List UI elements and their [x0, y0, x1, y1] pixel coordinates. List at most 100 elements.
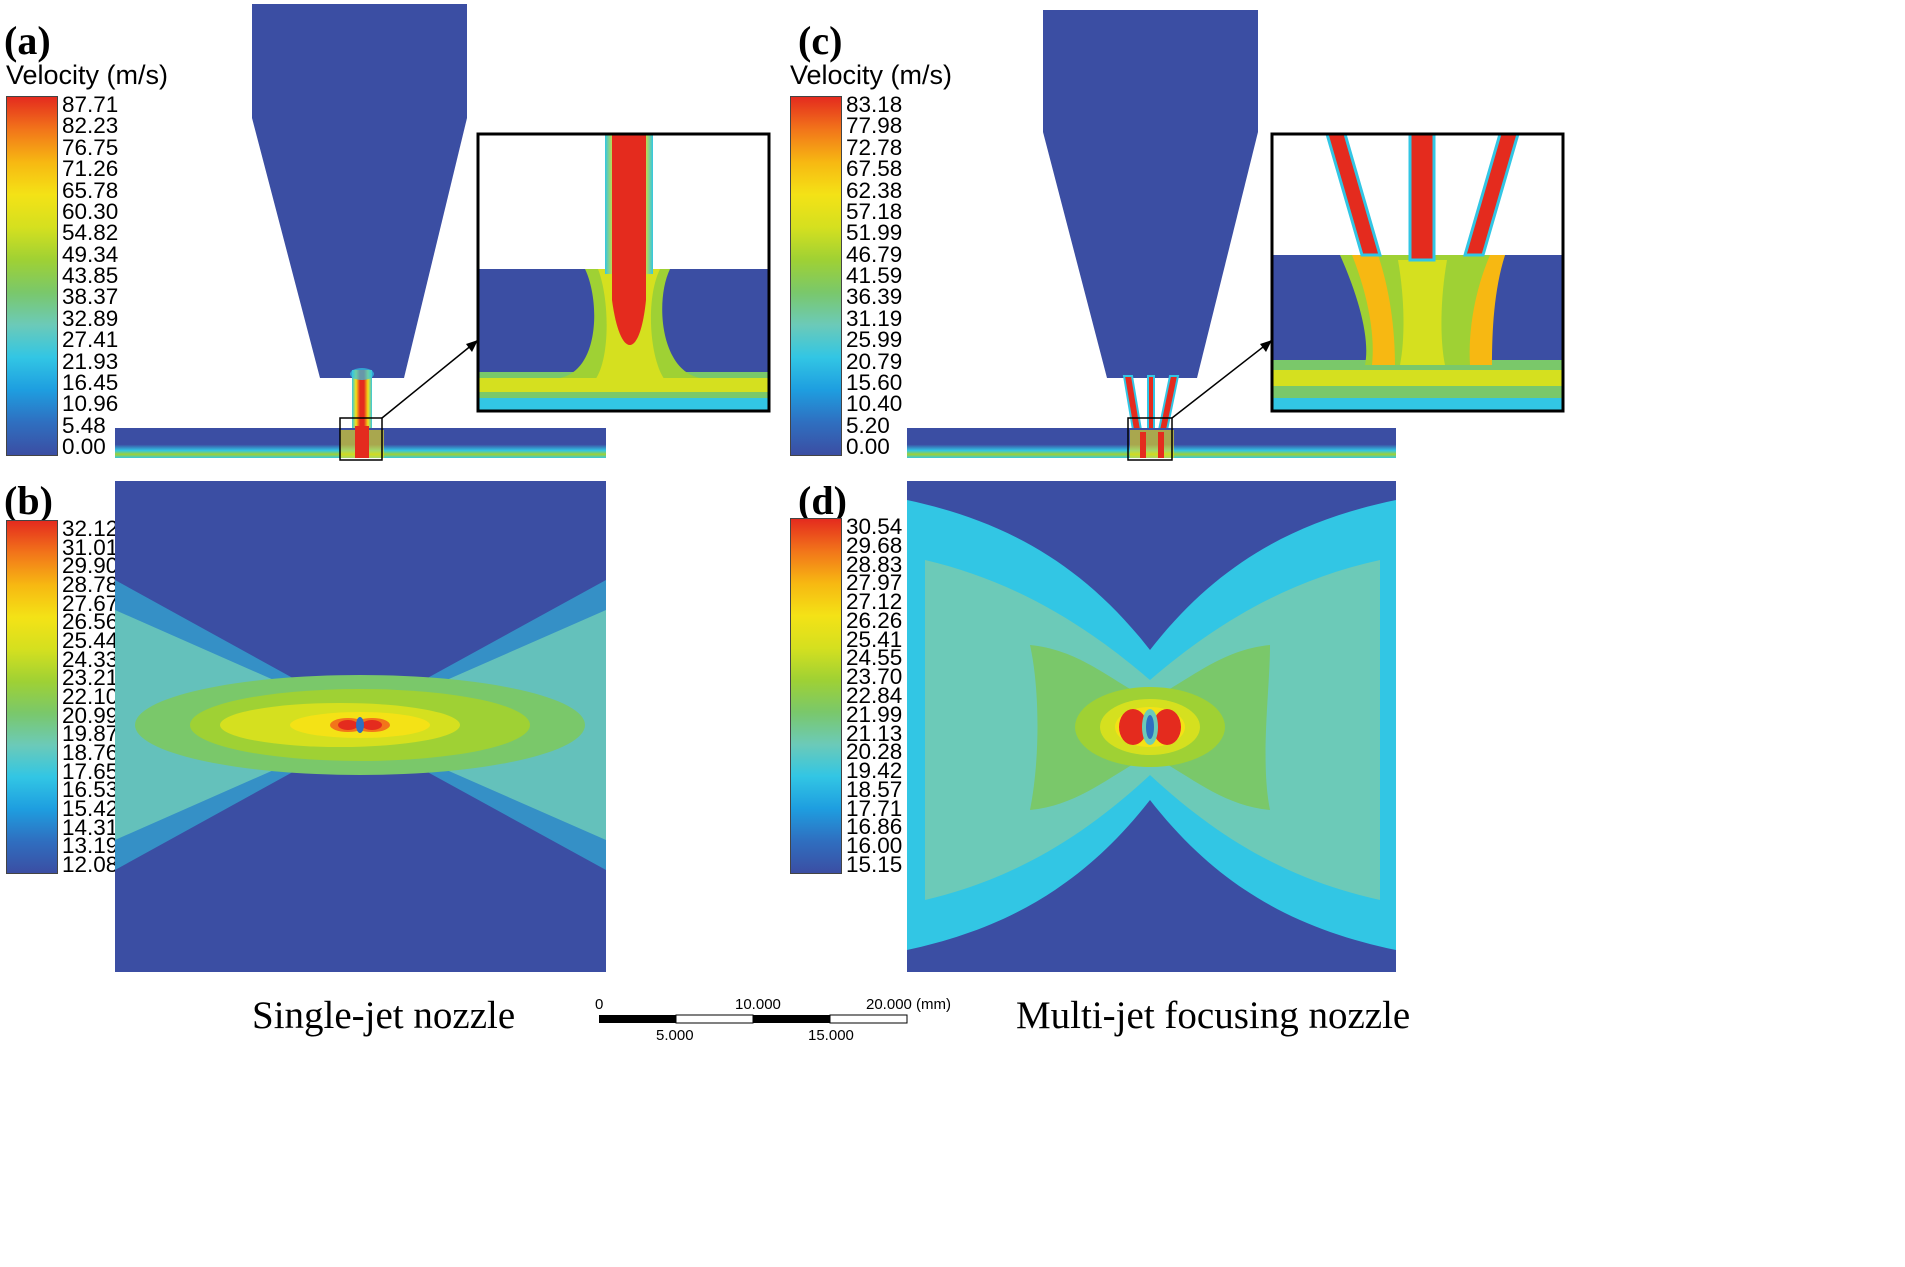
colorbar-tick-label: 41.59	[846, 263, 903, 288]
colorbar-tick-label: 25.44	[62, 628, 119, 653]
colorbar-tick-label: 67.58	[846, 156, 903, 182]
colorbar-tick-label: 20.99	[62, 702, 119, 728]
panel-label-a: (a)	[4, 18, 51, 63]
colorbar-tick-label: 25.99	[846, 327, 903, 353]
colorbar-tick-label: 18.76	[62, 740, 119, 765]
colorbar-tick-label: 17.71	[846, 795, 903, 821]
colorbar-tick-label: 0.00	[846, 434, 890, 459]
colorbar-tick-label: 18.57	[846, 776, 903, 802]
colorbar-tick-label: 16.53	[62, 777, 119, 803]
colorbar-tick-label: 22.84	[846, 683, 903, 708]
colorbar-tick-label: 21.99	[846, 701, 903, 727]
colorbar-tick-label: 30.54	[846, 514, 903, 539]
scale-label-10: 10.000	[735, 996, 781, 1013]
multi-jet-channel	[907, 339, 1396, 461]
colorbar-d	[790, 518, 842, 874]
zoom-box-c	[1127, 417, 1173, 461]
colorbar-tick-label: 19.42	[846, 758, 903, 784]
colorbar-tick-label: 23.70	[846, 664, 903, 690]
multi-jet-nozzle-body	[1043, 10, 1258, 431]
colorbar-tick-label: 24.55	[846, 645, 903, 671]
colorbar-tick-label: 38.37	[62, 284, 119, 310]
scale-label-0: 0	[595, 996, 604, 1013]
colorbar-tick-label: 20.79	[846, 348, 903, 374]
scale-label-5: 5.000	[656, 1027, 694, 1044]
colorbar-tick-label: 24.33	[62, 646, 119, 672]
caption-single-jet: Single-jet nozzle	[252, 994, 516, 1037]
colorbar-tick-label: 60.30	[62, 198, 119, 224]
colorbar-tick-label: 19.87	[62, 721, 119, 747]
colorbar-tick-label: 0.00	[62, 434, 106, 459]
colorbar-tick-label: 83.18	[846, 92, 903, 117]
colorbar-tick-label: 65.78	[62, 177, 119, 203]
colorbar-tick-label: 28.83	[846, 551, 903, 577]
colorbar-tick-label: 27.41	[62, 327, 119, 353]
zoom-box-a	[339, 417, 383, 461]
colorbar-tick-label: 26.56	[62, 609, 119, 635]
colorbar-tick-label: 15.60	[846, 369, 903, 395]
colorbar-tick-label: 15.42	[62, 796, 119, 821]
colorbar-tick-label: 17.65	[62, 758, 119, 784]
colorbar-tick-label: 62.38	[846, 177, 903, 203]
colorbar-tick-label: 28.78	[62, 572, 119, 597]
field-plot-d	[907, 481, 1396, 972]
scale-bar	[599, 1014, 908, 1024]
inset-c	[1270, 132, 1565, 413]
colorbar-tick-label: 25.41	[846, 626, 903, 652]
colorbar-tick-label: 5.48	[62, 412, 106, 438]
caption-multi-jet: Multi-jet focusing nozzle	[1016, 994, 1411, 1037]
colorbar-tick-label: 16.00	[846, 833, 903, 859]
colorbar-tick-label: 31.19	[846, 305, 903, 331]
colorbar-tick-label: 36.39	[846, 284, 903, 310]
colorbar-tick-label: 51.99	[846, 220, 903, 246]
colorbar-tick-label: 16.45	[62, 369, 119, 395]
colorbar-tick-label: 87.71	[62, 92, 119, 117]
panel-label-c: (c)	[798, 18, 843, 63]
field-plot-b	[115, 481, 606, 972]
colorbar-tick-label: 76.75	[62, 134, 119, 160]
single-jet-channel	[115, 339, 606, 461]
colorbar-tick-label: 5.20	[846, 412, 890, 438]
panel-label-b: (b)	[4, 478, 53, 523]
colorbar-tick-label: 26.26	[846, 607, 903, 633]
colorbar-tick-label: 29.68	[846, 532, 903, 558]
colorbar-tick-label: 29.90	[62, 553, 119, 579]
single-jet-nozzle-body	[252, 4, 467, 430]
inset-a	[476, 132, 771, 413]
colorbar-tick-label: 22.10	[62, 684, 119, 709]
scale-label-20: 20.000 (mm)	[866, 996, 952, 1013]
colorbar-b	[6, 520, 58, 874]
colorbar-tick-label: 32.12	[62, 516, 119, 541]
legend-title-a: Velocity (m/s)	[6, 60, 169, 90]
colorbar-tick-label: 21.93	[62, 348, 119, 374]
colorbar-tick-label: 23.21	[62, 665, 119, 691]
colorbar-tick-label: 27.67	[62, 590, 119, 616]
colorbar-tick-label: 27.97	[846, 570, 903, 596]
colorbar-tick-label: 77.98	[846, 113, 903, 139]
colorbar-tick-label: 49.34	[62, 241, 119, 267]
colorbar-tick-label: 10.40	[846, 391, 903, 417]
scale-label-15: 15.000	[808, 1027, 854, 1044]
colorbar-tick-label: 13.19	[62, 833, 119, 859]
colorbar-tick-label: 10.96	[62, 391, 119, 417]
colorbar-tick-label: 16.86	[846, 814, 903, 840]
colorbar-tick-label: 43.85	[62, 263, 119, 288]
panel-label-d: (d)	[798, 478, 847, 523]
colorbar-tick-label: 82.23	[62, 113, 119, 139]
colorbar-tick-label: 46.79	[846, 241, 903, 267]
colorbar-c	[790, 96, 842, 456]
colorbar-tick-label: 21.13	[846, 720, 903, 746]
legend-title-c: Velocity (m/s)	[790, 60, 953, 90]
colorbar-tick-label: 71.26	[62, 156, 119, 182]
colorbar-tick-label: 72.78	[846, 134, 903, 160]
colorbar-tick-label: 57.18	[846, 198, 903, 224]
colorbar-tick-label: 20.28	[846, 739, 903, 765]
colorbar-tick-label: 31.01	[62, 534, 119, 560]
colorbar-tick-label: 27.12	[846, 589, 903, 615]
colorbar-tick-label: 32.89	[62, 305, 119, 331]
